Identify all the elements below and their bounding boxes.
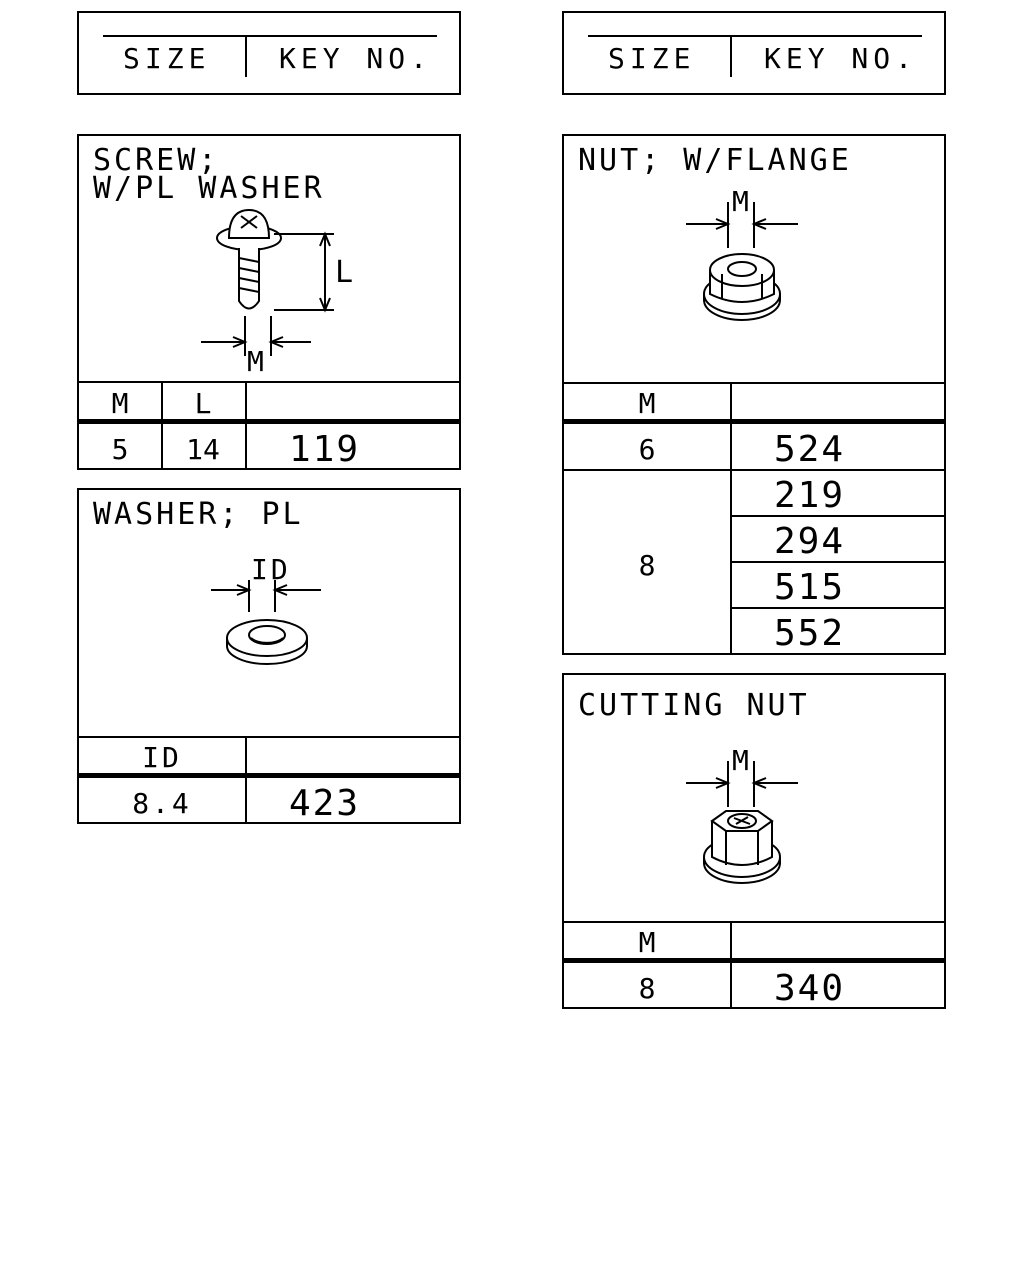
flange-nut-row1-key: 524	[774, 429, 846, 470]
flange-nut-row-rule-2	[730, 515, 944, 517]
cutting-nut-icon	[674, 745, 834, 895]
header-size-key-left: SIZE KEY NO.	[77, 11, 461, 95]
screw-row-key: 119	[289, 429, 361, 470]
screw-col-divider-1	[161, 381, 163, 468]
header-key-label: KEY NO.	[279, 42, 433, 75]
washer-table-header-rule	[79, 773, 459, 778]
washer-table-top	[79, 736, 459, 738]
screw-row-m: 5	[111, 433, 129, 466]
flange-nut-panel: NUT; W/FLANGE M M 6 524 8 219 294 51	[562, 134, 946, 655]
flange-nut-row2-m: 8	[638, 549, 656, 582]
cutting-nut-dim-thread-label: M	[732, 744, 749, 777]
flange-nut-row2-key2: 294	[774, 521, 846, 562]
flange-nut-row-rule-3	[730, 561, 944, 563]
flange-nut-table-header-rule	[564, 419, 944, 424]
cutting-nut-row-key: 340	[774, 968, 846, 1009]
screw-col-m-header: M	[111, 387, 129, 420]
screw-col-divider-2	[245, 381, 247, 468]
header-top-rule	[103, 35, 437, 37]
header-size-key-right: SIZE KEY NO.	[562, 11, 946, 95]
flange-nut-row1-m: 6	[638, 433, 656, 466]
flange-nut-dim-thread-label: M	[732, 185, 749, 218]
cutting-nut-table-header-rule	[564, 958, 944, 963]
screw-row-l: 14	[186, 433, 220, 466]
flange-nut-table-top	[564, 382, 944, 384]
header-key-label: KEY NO.	[764, 42, 918, 75]
washer-row-id: 8.4	[132, 787, 192, 820]
header-top-rule	[588, 35, 922, 37]
header-divider	[730, 35, 732, 77]
screw-dim-thread-label: M	[247, 345, 264, 378]
flange-nut-icon	[674, 186, 834, 336]
screw-table-top	[79, 381, 459, 383]
cutting-nut-panel: CUTTING NUT M M 8 340	[562, 673, 946, 1009]
washer-col-divider	[245, 736, 247, 822]
cutting-nut-col-m-header: M	[638, 926, 656, 959]
flange-nut-row2-key1: 219	[774, 475, 846, 516]
washer-col-id-header: ID	[142, 741, 182, 774]
cutting-nut-row-m: 8	[638, 972, 656, 1005]
header-divider	[245, 35, 247, 77]
header-size-label: SIZE	[123, 42, 211, 75]
screw-panel: SCREW; W/PL WASHER	[77, 134, 461, 470]
flange-nut-row2-key4: 552	[774, 613, 846, 654]
screw-table-header-rule	[79, 419, 459, 424]
flange-nut-title: NUT; W/FLANGE	[578, 143, 852, 178]
washer-dim-id-label: ID	[251, 553, 291, 586]
flange-nut-row2-key3: 515	[774, 567, 846, 608]
screw-title-line2: W/PL WASHER	[93, 171, 325, 206]
screw-dim-length-label: L	[335, 255, 357, 290]
washer-row-key: 423	[289, 783, 361, 824]
washer-panel: WASHER; PL ID ID 8.4 423	[77, 488, 461, 824]
cutting-nut-title: CUTTING NUT	[578, 688, 810, 723]
cutting-nut-table-top	[564, 921, 944, 923]
flange-nut-row-rule-1	[564, 469, 944, 471]
screw-icon	[179, 196, 379, 386]
flange-nut-row-rule-4	[730, 607, 944, 609]
cutting-nut-col-divider	[730, 921, 732, 1007]
washer-title: WASHER; PL	[93, 497, 304, 532]
screw-col-l-header: L	[194, 387, 212, 420]
header-size-label: SIZE	[608, 42, 696, 75]
screw-title-line1: SCREW;	[93, 143, 220, 178]
washer-icon	[199, 550, 359, 680]
flange-nut-col-divider	[730, 382, 732, 653]
flange-nut-col-m-header: M	[638, 387, 656, 420]
